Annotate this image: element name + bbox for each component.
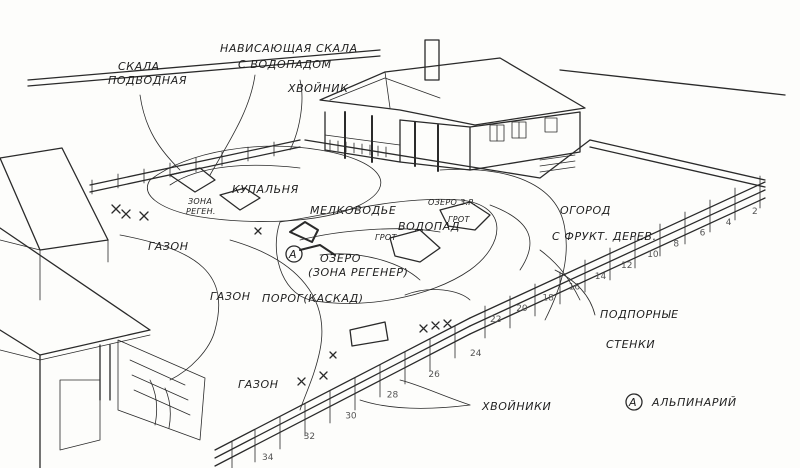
- svg-text:А: А: [288, 248, 297, 261]
- label-waterfall: ВОДОПАД: [398, 220, 460, 233]
- fence-number: 34: [262, 453, 274, 463]
- label-rapids: ПОРОГ(КАСКАД): [262, 292, 364, 305]
- legend-marker-circle: [625, 393, 643, 411]
- label-overhang-2: С ВОДОПАДОМ: [238, 58, 332, 71]
- leader-lines: [139, 74, 596, 409]
- fence-number: 6: [700, 229, 706, 239]
- label-bathing: КУПАЛЬНЯ: [232, 183, 299, 196]
- fence-right-rail: [469, 139, 766, 339]
- conifer-marks: [111, 204, 452, 386]
- fence-number: 12: [621, 261, 632, 271]
- rockery-stones: [169, 167, 491, 347]
- fence-number: 10: [647, 250, 659, 260]
- legend-marker: А: [628, 396, 637, 409]
- main-house: [304, 39, 591, 179]
- label-shallows: МЕЛКОВОДЬЕ: [310, 204, 396, 217]
- legend-text: АЛЬПИНАРИЙ: [651, 396, 737, 409]
- fence-number: 20: [516, 304, 528, 314]
- label-lawn-left: ГАЗОН: [148, 240, 189, 253]
- label-lawn-bottom: ГАЗОН: [238, 378, 279, 391]
- fence-number: 8: [673, 239, 679, 249]
- fence-back: [27, 49, 786, 96]
- label-walls-2: СТЕНКИ: [606, 338, 655, 351]
- label-garden-1: ОГОРОД: [560, 204, 611, 217]
- fence-front-rail: [214, 317, 471, 468]
- label-grotto-mid: ГРОТ: [375, 233, 397, 242]
- label-lawn-mid: ГАЗОН: [210, 290, 251, 303]
- fence-number: 18: [542, 293, 554, 303]
- fence-number: 16: [569, 283, 581, 293]
- label-walls-1: ПОДПОРНЫЕ: [600, 308, 679, 321]
- annotations: СКАЛА ПОДВОДНАЯ НАВИСАЮЩАЯ СКАЛА С ВОДОП…: [108, 42, 737, 413]
- fence-number: 4: [726, 218, 732, 228]
- label-rock-underwater-2: ПОДВОДНАЯ: [108, 74, 187, 87]
- fence-number: 2: [752, 207, 758, 217]
- label-overhang-1: НАВИСАЮЩАЯ СКАЛА: [220, 42, 358, 55]
- label-lake-regen-2: (ЗОНА РЕГЕНЕР): [308, 266, 409, 279]
- left-building-lower: [0, 227, 151, 468]
- terrace-stairs: [117, 339, 206, 441]
- label-grotto-top: ГРОТ: [448, 215, 470, 224]
- fence-number: 22: [490, 315, 501, 325]
- label-garden-2: С ФРУКТ. ДЕРЕВ.: [552, 230, 657, 243]
- fence-number: 14: [595, 272, 607, 282]
- label-lake-regen-1: ОЗЕРО: [320, 252, 361, 265]
- label-conifer-top: ХВОЙНИК: [287, 82, 349, 95]
- label-zone-regen-1: ЗОНА: [188, 197, 212, 206]
- label-lake-zr: ОЗЕРО З.Р.: [428, 198, 476, 207]
- left-building-upper: [0, 147, 109, 301]
- fence-number: 26: [428, 370, 440, 380]
- fence-number: 32: [304, 432, 315, 442]
- label-conifers-bottom: ХВОЙНИКИ: [481, 400, 551, 413]
- marker-a: А: [285, 245, 303, 263]
- label-zone-regen-2: РЕГЕН.: [186, 207, 216, 216]
- fence-number: 30: [345, 411, 357, 421]
- fence-number: 24: [470, 349, 482, 359]
- legend: А АЛЬПИНАРИЙ: [625, 393, 737, 411]
- label-rock-underwater-1: СКАЛА: [118, 60, 160, 73]
- fence-number: 28: [387, 391, 399, 401]
